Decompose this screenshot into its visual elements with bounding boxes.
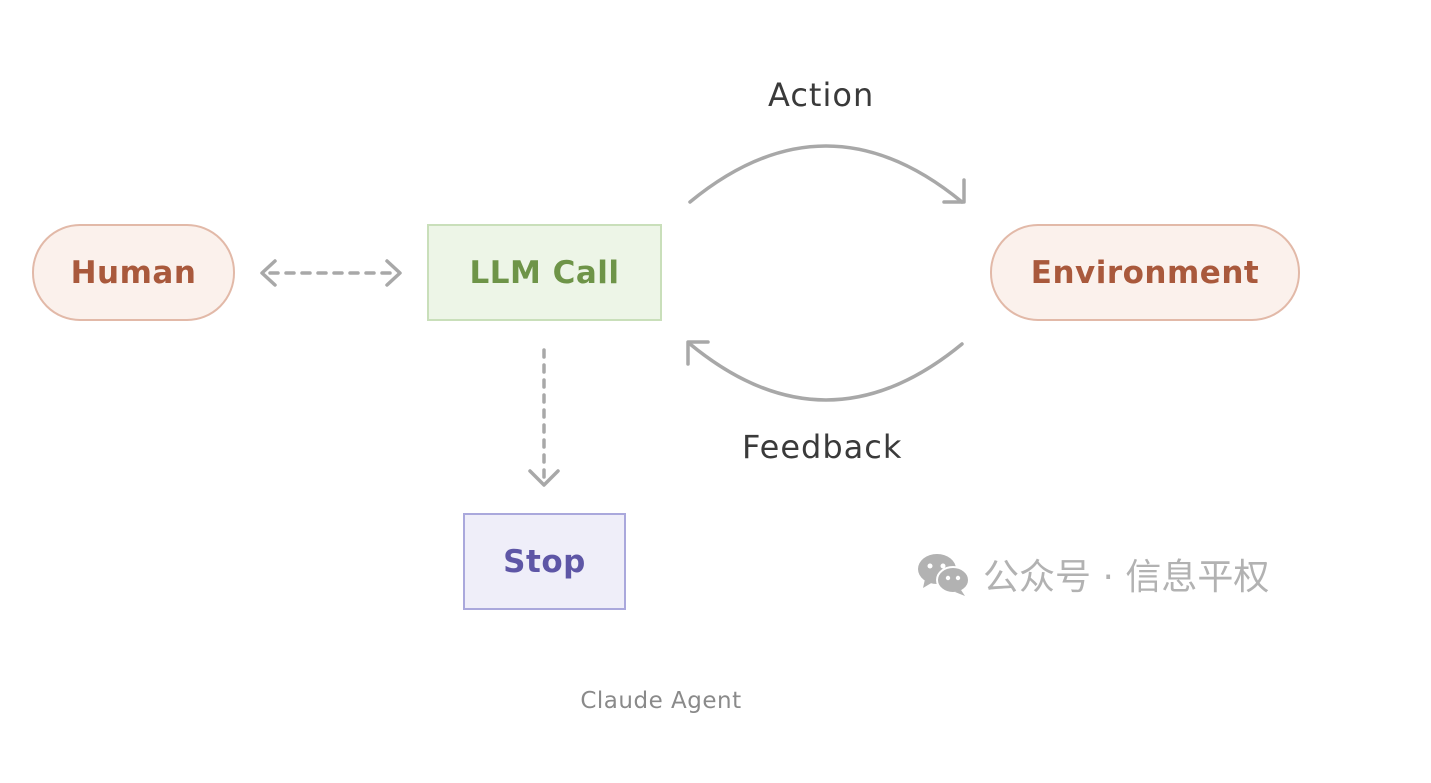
llm-call-label: LLM Call	[469, 254, 620, 291]
environment-label: Environment	[1030, 254, 1260, 291]
stop-label: Stop	[503, 543, 586, 580]
human-node: Human	[32, 224, 235, 321]
action-arrow	[688, 144, 966, 204]
watermark: 公众号 · 信息平权	[917, 548, 1269, 600]
human-label: Human	[70, 254, 197, 291]
stop-node: Stop	[463, 513, 626, 610]
llm-call-node: LLM Call	[427, 224, 662, 321]
environment-node: Environment	[990, 224, 1300, 321]
watermark-text: 公众号 · 信息平权	[983, 557, 1270, 598]
human-llm-bidirectional-arrow	[260, 259, 402, 287]
action-label: Action	[768, 76, 875, 114]
wechat-icon	[918, 554, 970, 596]
feedback-label: Feedback	[742, 428, 903, 466]
llm-stop-arrow	[528, 348, 560, 487]
figure-caption: Claude Agent	[580, 688, 742, 714]
feedback-arrow	[686, 340, 964, 402]
